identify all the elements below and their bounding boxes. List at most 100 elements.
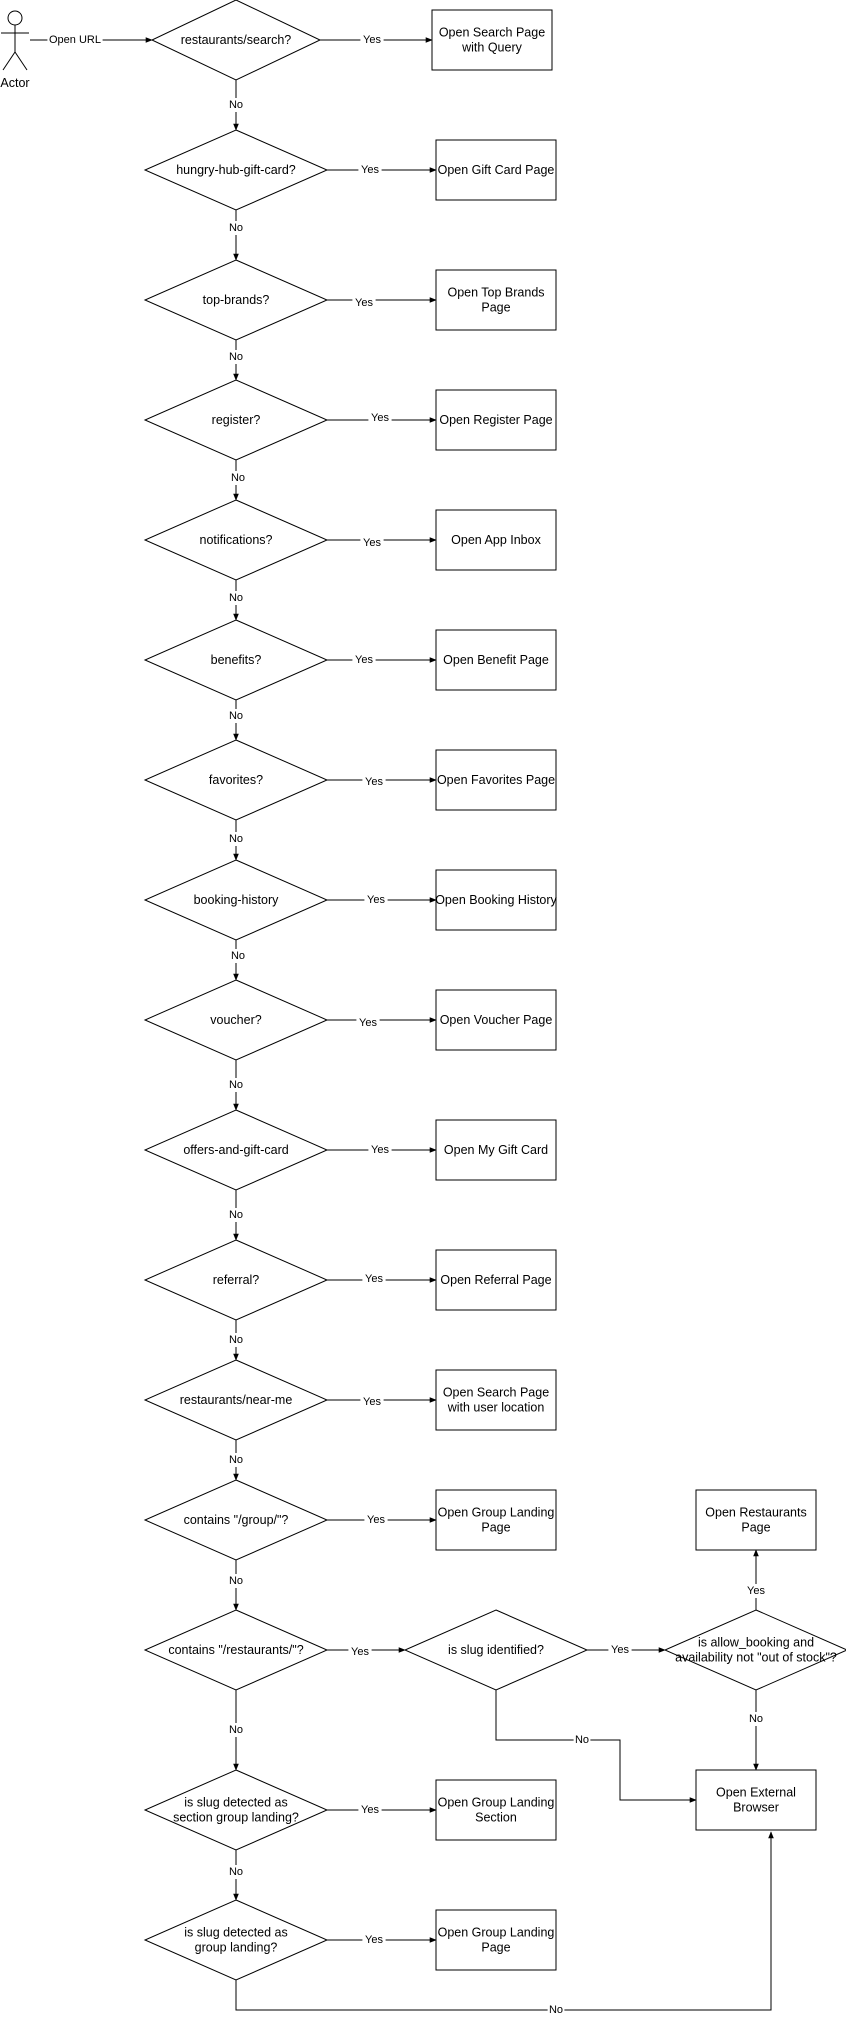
edge-label-background [227, 1333, 245, 1347]
decision-label: benefits? [211, 653, 262, 667]
decision-diamond [143, 1109, 329, 1191]
process-box [435, 1119, 557, 1181]
process-label: Open Referral Page [440, 1273, 551, 1287]
decision-label: restaurants/near-me [180, 1393, 293, 1407]
edge-label: No [231, 472, 245, 484]
process-box [431, 9, 553, 71]
decision-diamond [403, 1609, 589, 1691]
decision-label: notifications? [200, 533, 273, 547]
decision-label: restaurants/search? [181, 33, 292, 47]
decision-node-d2: hungry-hub-gift-card? [143, 129, 329, 211]
process-node-p8: Open Booking History [435, 869, 558, 931]
edge-label-background [747, 1712, 765, 1726]
edge-label: Yes [363, 537, 381, 549]
process-box [435, 1489, 557, 1551]
process-box [695, 1489, 817, 1551]
edge-label: Yes [355, 297, 373, 309]
decision-diamond [143, 259, 329, 341]
edge-label-background [227, 221, 245, 235]
edge-label-background [358, 163, 382, 177]
process-label: Open Gift Card Page [438, 163, 555, 177]
edge-d18-to-p15 [235, 1831, 774, 2011]
process-box [435, 1779, 557, 1841]
process-node-p2: Open Gift Card Page [435, 139, 557, 201]
edge-label: No [229, 1209, 243, 1221]
process-node-p6: Open Benefit Page [435, 629, 557, 691]
edge-label: No [229, 1866, 243, 1878]
edge-label-background [368, 411, 392, 425]
edge-label: Yes [363, 1396, 381, 1408]
actor-right-leg [14, 51, 28, 71]
decision-diamond [663, 1609, 846, 1691]
edge-label-background [348, 1645, 372, 1659]
edge-label: No [229, 833, 243, 845]
edge-label-background [744, 1584, 768, 1598]
decision-diamond [143, 1239, 329, 1321]
edge-label-background [573, 1733, 591, 1747]
edge-label-background [360, 536, 384, 550]
edge-label-background [362, 1933, 386, 1947]
decision-node-d5: notifications? [143, 499, 329, 581]
decision-node-d8: booking-history [143, 859, 329, 941]
decision-label: register? [212, 413, 261, 427]
edge-label: No [229, 1334, 243, 1346]
process-node-p7: Open Favorites Page [435, 749, 557, 811]
edge-label-background [360, 1395, 384, 1409]
edge-label: Yes [361, 164, 379, 176]
edge-label-background [229, 949, 247, 963]
actor-label: Actor [0, 76, 29, 90]
edge-label-background [227, 1078, 245, 1092]
edges-layer [30, 37, 774, 2011]
edge-label-background [368, 1143, 392, 1157]
edge-label-background [229, 471, 247, 485]
edge-label: Open URL [49, 34, 101, 46]
edge-label-background [358, 1803, 382, 1817]
decision-diamond [143, 129, 329, 211]
decision-label: referral? [213, 1273, 260, 1287]
edge-label-background [227, 98, 245, 112]
edge-label: No [229, 1454, 243, 1466]
process-box [435, 869, 557, 931]
edge-d15-to-p15 [495, 1690, 697, 1803]
edge-label: No [749, 1713, 763, 1725]
decision-diamond [143, 739, 329, 821]
edge-label-background [227, 1208, 245, 1222]
edge-label: No [231, 950, 245, 962]
edge-label-background [227, 350, 245, 364]
decision-node-d15: is slug identified? [403, 1609, 589, 1691]
edge-label: Yes [365, 776, 383, 788]
decision-node-d13: contains "/group/"? [143, 1479, 329, 1561]
edge-label: Yes [363, 34, 381, 46]
process-box [695, 1769, 817, 1831]
decision-diamond [143, 1479, 329, 1561]
edge-label-background [360, 33, 384, 47]
edge-label: Yes [371, 412, 389, 424]
process-label: Open App Inbox [451, 533, 541, 547]
process-label: Open Benefit Page [443, 653, 549, 667]
process-node-p4: Open Register Page [435, 389, 557, 451]
edge-label: Yes [365, 1934, 383, 1946]
process-box [435, 269, 557, 331]
decision-diamond [143, 1899, 329, 1981]
decision-node-d10: offers-and-gift-card [143, 1109, 329, 1191]
decision-diamond [143, 1769, 329, 1851]
edge-label-background [362, 775, 386, 789]
edge-label: Yes [355, 654, 373, 666]
edge-label: No [229, 1575, 243, 1587]
